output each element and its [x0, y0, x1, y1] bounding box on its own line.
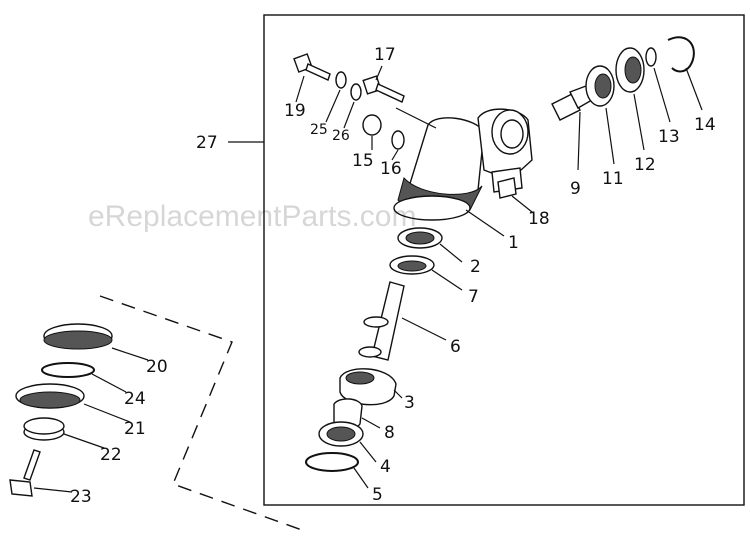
- callout-24: 24: [124, 389, 146, 409]
- nut-15: [362, 114, 382, 136]
- watermark: eReplacementParts.com: [88, 200, 416, 233]
- callout-16: 16: [380, 159, 402, 179]
- bearing-12: [615, 47, 645, 93]
- callout-3: 3: [404, 393, 415, 413]
- callout-19: 19: [284, 101, 306, 121]
- callout-20: 20: [146, 357, 168, 377]
- bolt-19: [293, 53, 331, 81]
- ring-13: [645, 47, 657, 67]
- callout-18: 18: [528, 209, 550, 229]
- callout-1: 1: [508, 233, 519, 253]
- bearing-11: [585, 65, 615, 107]
- holder-21: [15, 383, 85, 409]
- bolt-23: [9, 449, 41, 497]
- bearing-2: [397, 227, 443, 249]
- callout-14: 14: [694, 115, 716, 135]
- callout-6: 6: [450, 337, 461, 357]
- callout-11: 11: [602, 169, 624, 189]
- callout-23: 23: [70, 487, 92, 507]
- callout-21: 21: [124, 419, 146, 439]
- callout-13: 13: [658, 127, 680, 147]
- callout-9: 9: [570, 179, 581, 199]
- callout-8: 8: [384, 423, 395, 443]
- callout-17: 17: [374, 45, 396, 65]
- washer-16: [391, 130, 405, 150]
- snap-ring-5: [305, 452, 359, 472]
- callout-2: 2: [470, 257, 481, 277]
- spacer-22: [23, 417, 65, 441]
- washer-24: [41, 362, 95, 378]
- bearing-3: [339, 368, 397, 406]
- callout-27: 27: [196, 133, 218, 153]
- callout-5: 5: [372, 485, 383, 505]
- washer-25: [335, 71, 347, 89]
- callout-22: 22: [100, 445, 122, 465]
- bevel-gear-7: [389, 255, 435, 275]
- callout-4: 4: [380, 457, 391, 477]
- shaft-6: [358, 281, 405, 361]
- kit-bracket: [99, 295, 303, 531]
- callout-7: 7: [468, 287, 479, 307]
- callout-12: 12: [634, 155, 656, 175]
- assembly-frame: [263, 14, 745, 506]
- callout-25: 25: [310, 122, 328, 138]
- callout-15: 15: [352, 151, 374, 171]
- clip-18: [497, 177, 517, 199]
- washer-26: [350, 83, 362, 101]
- leader-lines: [33, 65, 703, 493]
- pinion-gear-9: [551, 85, 593, 121]
- callout-26: 26: [332, 128, 350, 144]
- holder-20: [43, 323, 113, 350]
- gear-case-housing: [393, 107, 533, 221]
- bolt-17: [362, 75, 405, 103]
- bearing-4: [318, 421, 364, 447]
- snap-ring-14: [667, 36, 695, 73]
